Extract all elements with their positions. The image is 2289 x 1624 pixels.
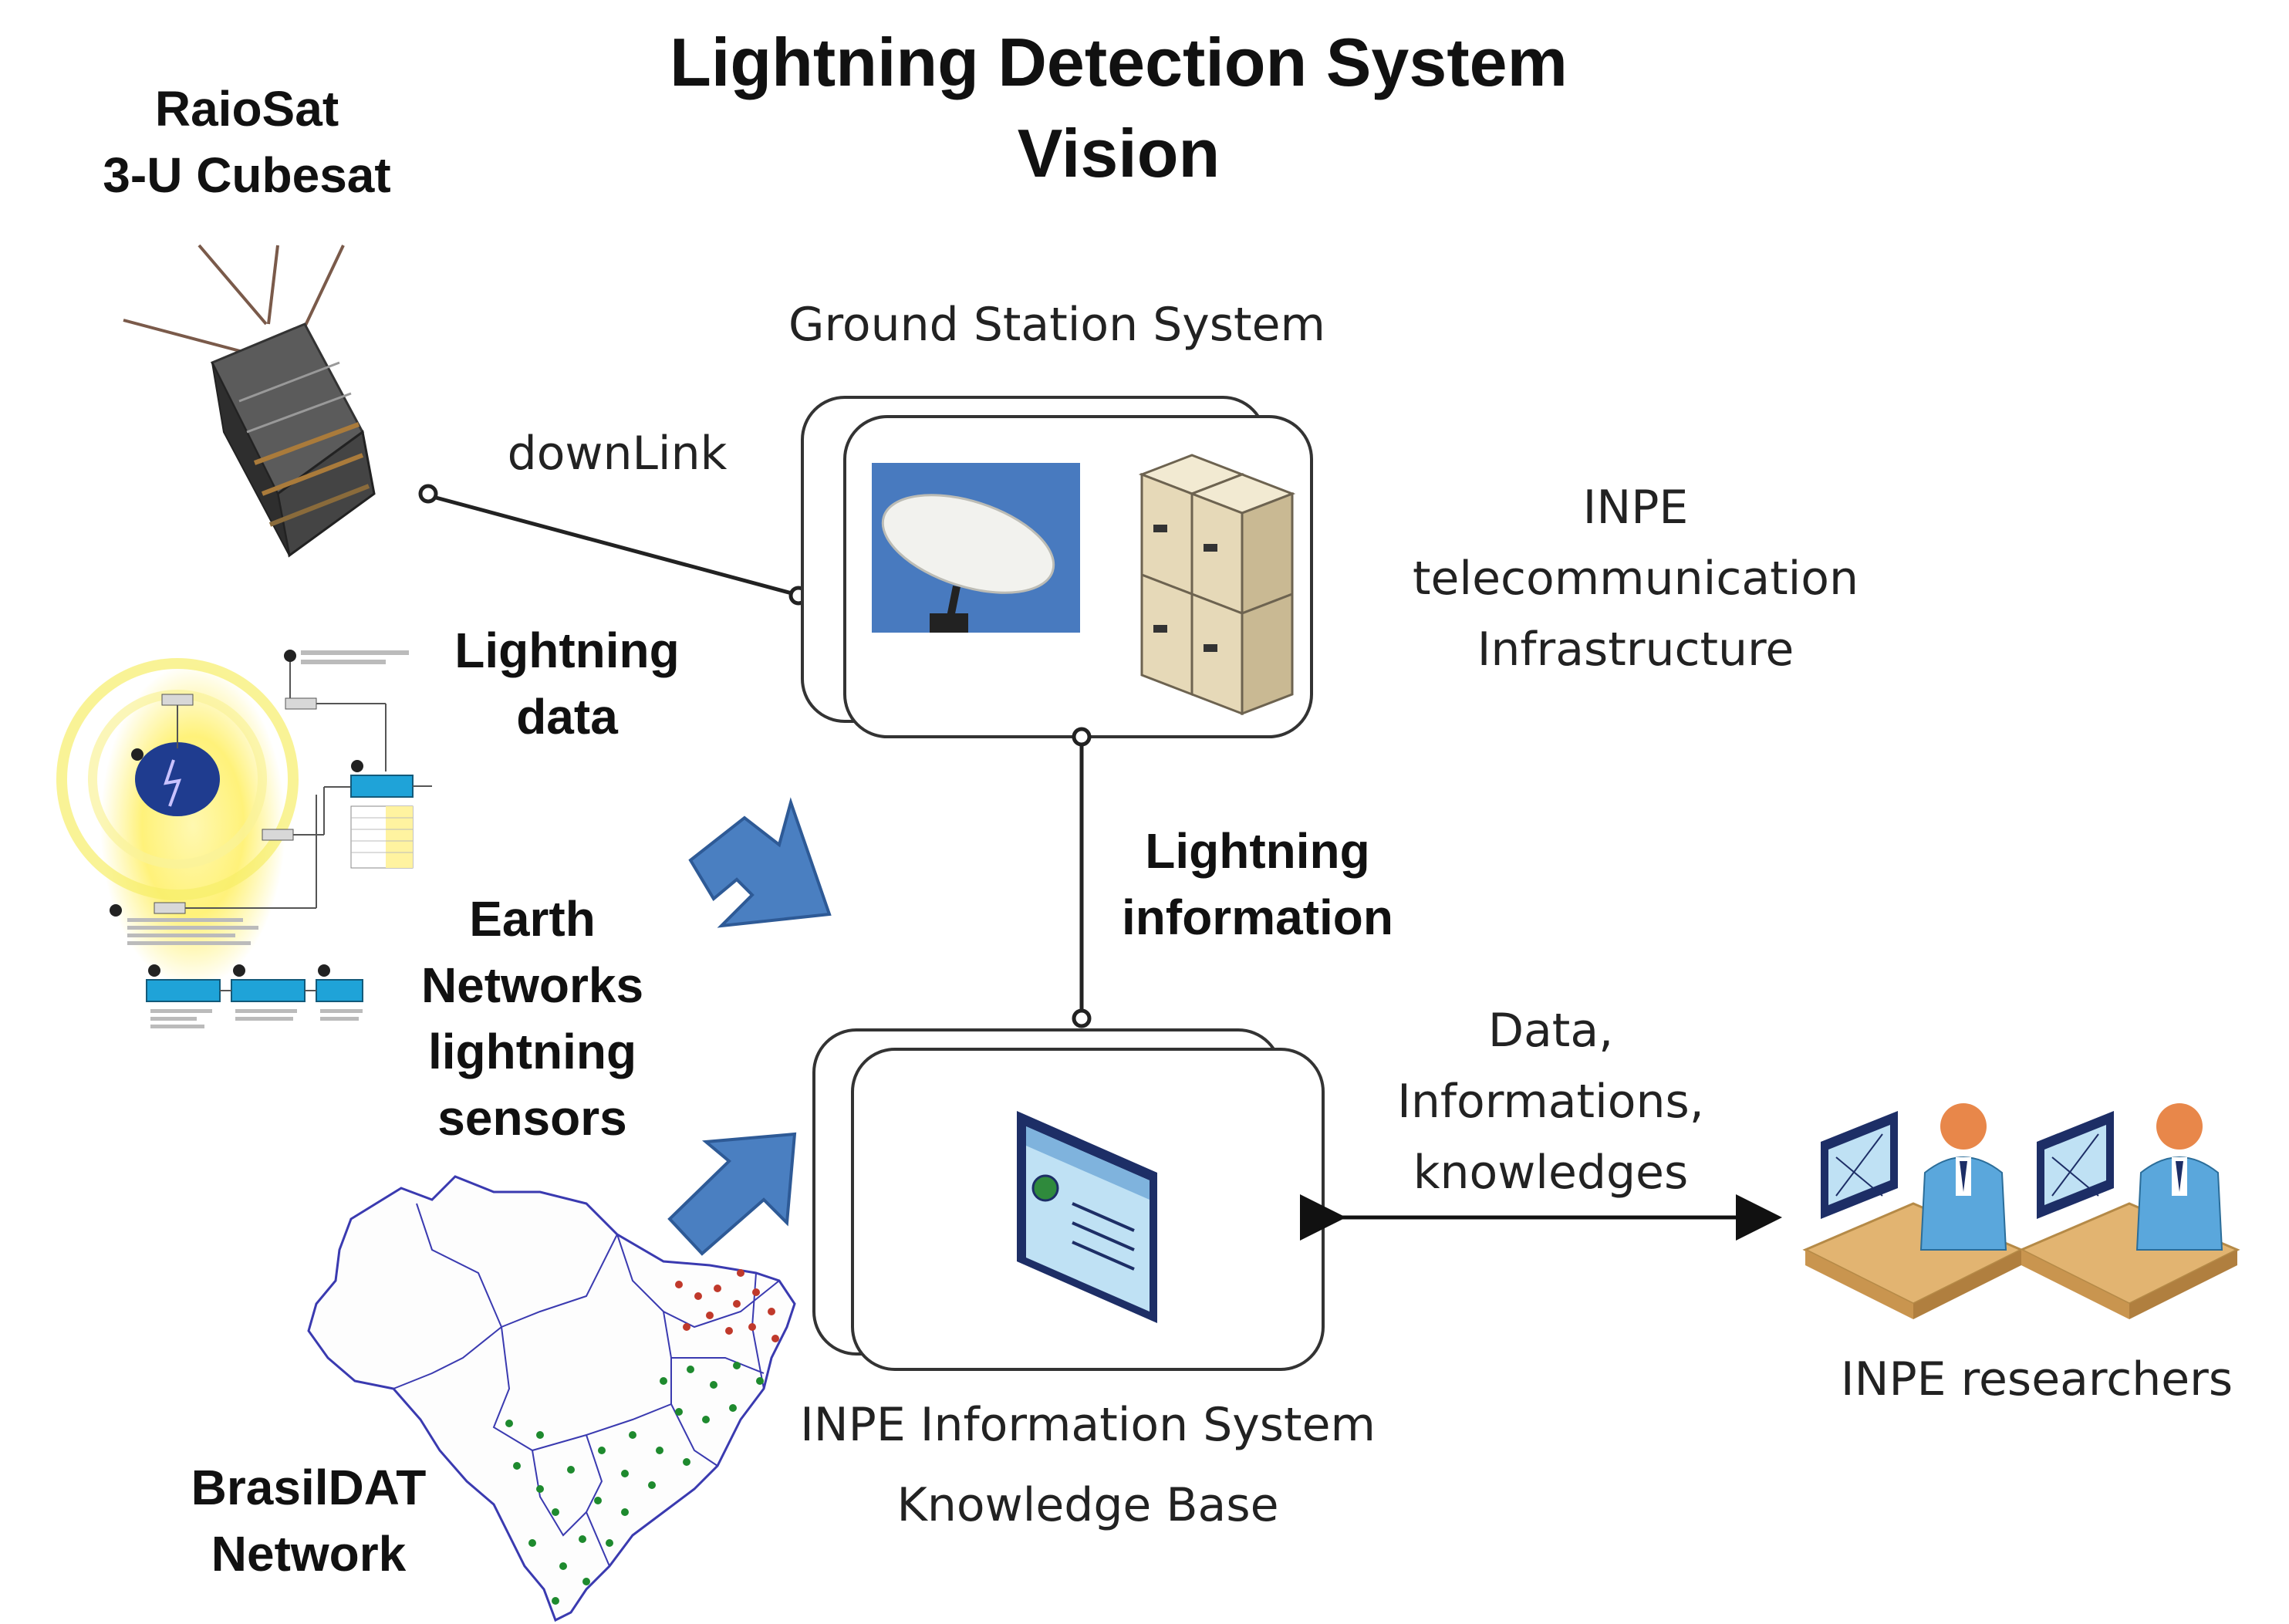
telecom-label-line1: INPE [1582,481,1689,535]
researchers-label: INPE researchers [1840,1352,2233,1406]
lightning-info-line2: information [1122,890,1393,945]
diagram-title-line1: Lightning Detection System [670,24,1568,100]
brasildat-line1: BrasilDAT [191,1460,427,1515]
downlink-start-node [418,484,438,504]
earth-networks-label: Earth Networks lightning sensors [393,886,671,1151]
earth-networks-line1: Earth [469,891,596,947]
info-system-line2: Knowledge Base [896,1478,1279,1532]
satellite-label: RaioSat 3-U Cubesat [77,76,417,208]
earth-networks-line3: lightning [427,1024,637,1079]
diagram-title: Lightning Detection System Vision [617,17,1620,199]
lightning-info-line1: Lightning [1145,823,1370,879]
servers-icon [1138,454,1296,716]
telecom-label: INPE telecommunication Infrastructure [1358,472,1913,685]
satellite-label-line2: 3-U Cubesat [103,147,391,203]
vertical-link-bottom-node [1072,1008,1092,1028]
lightning-data-label: Lightning data [428,617,706,750]
earth-networks-arrow [688,797,832,928]
downlink-line [435,495,795,596]
researcher-icon-1 [1802,1103,2024,1319]
earth-networks-line2: Networks [420,957,644,1013]
brasildat-label: BrasilDAT Network [162,1454,455,1587]
earth-networks-line4: sensors [437,1090,627,1146]
info-system-label: INPE Information System Knowledge Base [741,1385,1435,1545]
data-exchange-line2: Informations, [1397,1075,1704,1129]
ground-station-title: Ground Station System [788,298,1325,352]
vertical-link-top-node [1072,727,1092,747]
researcher-icon-2 [2018,1103,2240,1319]
lightning-data-line2: data [516,689,618,744]
satellite-label-line1: RaioSat [154,81,339,137]
info-system-line1: INPE Information System [800,1398,1376,1452]
telecom-label-line3: Infrastructure [1477,623,1794,677]
brasildat-arrow [667,1132,797,1256]
brasildat-line2: Network [211,1526,407,1582]
telecom-label-line2: telecommunication [1412,552,1859,606]
cubesat-image [123,244,376,558]
lightning-data-line1: Lightning [454,623,680,678]
data-exchange-line1: Data, [1487,1004,1614,1058]
data-exchange-label: Data, Informations, knowledges [1342,995,1759,1208]
lightning-info-label: Lightning information [1096,818,1420,950]
downlink-label: downLink [507,427,728,481]
webpage-icon [1017,1111,1157,1323]
diagram-title-line2: Vision [1017,115,1220,191]
lightning-sensor-schematic [56,650,432,1028]
brazil-map-image [307,1175,796,1622]
satellite-dish-image [872,463,1080,633]
data-exchange-line3: knowledges [1413,1146,1689,1200]
